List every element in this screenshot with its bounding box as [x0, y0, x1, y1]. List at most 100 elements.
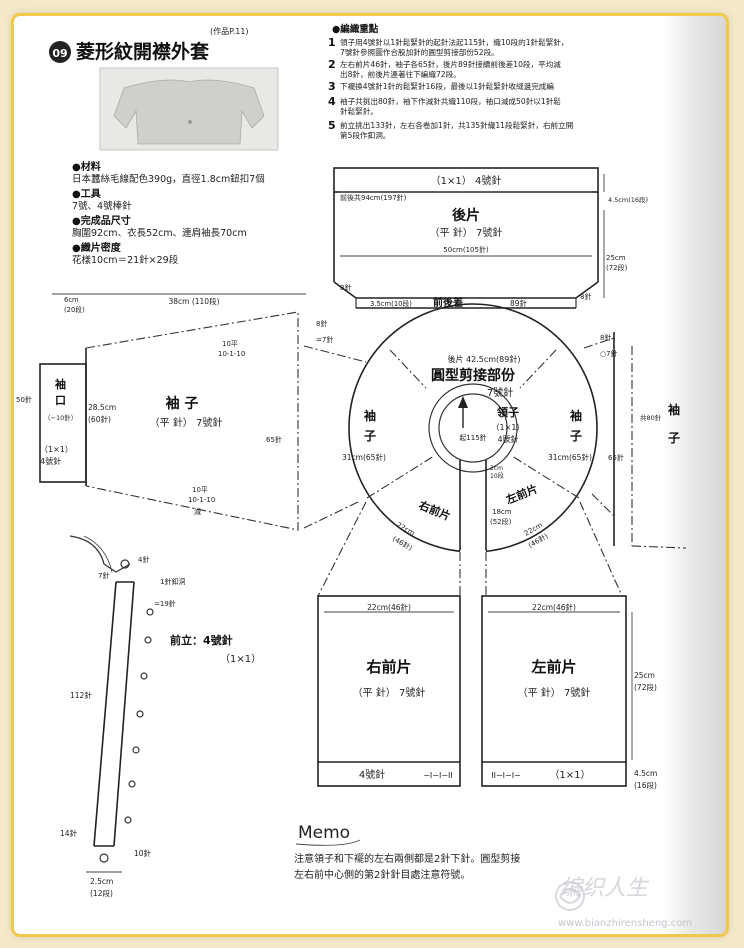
right-front-rib-mark: −I−I−II — [423, 771, 453, 780]
right-sleeve-8: 8針 — [600, 333, 611, 342]
step-2-line1: 左右前片46針，袖子各65針，後片89針接續前後差10段，平均減 — [340, 59, 561, 69]
yoke-collar-needle: 4號針 — [497, 434, 518, 444]
memo-heading: Memo — [298, 823, 350, 843]
pattern-page-svg: 09 菱形紋開襟外套 (作品P.11) ●材料 日本蠶絲毛線配色390g，直徑1… — [16, 23, 687, 911]
watermark-text: 编织人生 — [560, 876, 649, 901]
yoke-depth-rows: (52段) — [490, 517, 512, 526]
step-4-number: 4 — [328, 95, 336, 108]
back-band-height: 4.5cm(16段) — [608, 195, 648, 204]
right-sleeve-title-2: 子 — [668, 431, 680, 445]
back-top-band: （1×1） 4號針 — [431, 174, 502, 187]
sleeve-bot-dec-3: 減 — [194, 507, 201, 516]
front-connectors — [317, 501, 623, 597]
diff-left-stitch: 8針 — [340, 283, 351, 292]
yoke-left-front: 左前片 — [503, 481, 540, 507]
sleeve-bot-dec-2: 10-1-10 — [188, 496, 215, 504]
back-stitch: （平 針） 7號針 — [430, 226, 503, 239]
pattern-tag: (作品P.11) — [210, 26, 249, 36]
product-thumbnail — [99, 67, 279, 151]
material-heading: ●材料 — [72, 160, 101, 173]
sleeve-top-dec-2: 10-1-10 — [218, 350, 245, 358]
gauge-heading: ●織片密度 — [72, 241, 122, 254]
watermark-url: www.bianzhirensheng.com — [558, 918, 693, 929]
left-front-width: 22cm(46針) — [532, 602, 576, 612]
sleeve-side-stitch: 65針 — [266, 435, 282, 444]
sleeve-cuff-label-2: 口 — [55, 394, 66, 407]
yoke-band-size: 2cm — [490, 465, 503, 472]
right-sleeve-80: 共80針 — [640, 413, 662, 422]
right-sleeve-title: 袖 — [668, 402, 680, 417]
yoke-right-sleeve-size: 31cm(65針) — [548, 452, 592, 462]
instructions-block: ●編織重點 1 領子用4號針以1針鬆緊針的起針法起115針，織10段的1針鬆緊針… — [328, 23, 573, 140]
yoke: 後片 42.5cm(89針) 圓型剪接部份 7號針 袖 子 31cm(65針) … — [342, 303, 598, 554]
step-5-line2: 第5段作釦洞。 — [340, 130, 390, 140]
right-front-width: 22cm(46針) — [367, 602, 411, 612]
placket-buttonhole: 1針釦洞 — [160, 577, 185, 586]
placket-stitches: 112針 — [70, 690, 92, 700]
size-text: 胸圍92cm、衣長52cm、連肩袖長70cm — [72, 227, 247, 239]
left-front-band: 4.5cm — [634, 769, 657, 778]
yoke-band-rows: 10段 — [490, 472, 504, 480]
right-front-needle: 4號針 — [359, 768, 385, 781]
sleeve-top-7: =7針 — [316, 335, 333, 344]
yoke-title: 圓型剪接部份 — [431, 367, 516, 384]
sleeve-cuff-len: 6cm — [64, 296, 79, 304]
sleeve-cuff-stitch: 50針 — [16, 395, 32, 404]
memo-line-2: 左右前中心側的第2針針目處注意符號。 — [294, 868, 470, 881]
step-5-line1: 前立挑出133針，左右各卷加1針，共135針織11段鬆緊針，右前立開 — [340, 120, 573, 130]
placket-top-7: 7針 — [98, 571, 109, 580]
buttonhole-7-icon — [124, 816, 132, 824]
sleeve-bot-dec: 10平 — [192, 486, 208, 494]
front-back-difference: 8針 8針 3.5cm(10段) 前後差 89針 — [333, 281, 599, 309]
back-piece: （1×1） 4號針 前後共94cm(197針) 後片 （平 針） 7號針 50c… — [333, 167, 648, 298]
buttonhole-1-icon — [146, 608, 154, 616]
pattern-number-badge — [49, 41, 71, 63]
memo-block: Memo 注意領子和下襬的左右兩側都是2針下針。圓型剪接 左右前中心側的第2針針… — [294, 823, 520, 881]
back-height-rows: (72段) — [606, 263, 628, 272]
sleeve-cuff-needle: 4號針 — [40, 456, 61, 466]
diff-right-stitch: 8針 — [580, 292, 591, 301]
left-connectors — [303, 345, 367, 529]
yoke-left-sleeve: 袖 — [364, 408, 376, 423]
sleeve-width: 38cm (110段) — [168, 296, 219, 306]
yoke-left-sleeve-size: 31cm(65針) — [342, 452, 386, 462]
right-front-title: 右前片 — [366, 658, 411, 676]
yoke-collar: 領子 — [496, 405, 519, 419]
step-5-number: 5 — [328, 119, 336, 132]
step-1-line1: 領子用4號針以1針鬆緊針的起針法起115針，織10段的1針鬆緊針， — [340, 37, 569, 47]
step-4-line1: 袖子共挑出80針，袖下作減針共織110段，袖口減成50針以1針鬆 — [340, 96, 561, 106]
step-1-line2: 7號針參照圖作合股加針的圓型剪接部份52段。 — [340, 47, 499, 57]
left-sleeve: 6cm (20段) 38cm (110段) 袖 口 （−10針） （1×1） 4… — [16, 293, 333, 531]
memo-line-1: 注意領子和下襬的左右兩側都是2針下針。圓型剪接 — [294, 852, 520, 865]
book-page: 09 菱形紋開襟外套 (作品P.11) ●材料 日本蠶絲毛線配色390g，直徑1… — [14, 16, 726, 934]
yoke-back-arc: 後片 42.5cm(89針) — [448, 354, 521, 364]
back-inner-width: 前後共94cm(197針) — [340, 193, 407, 202]
placket-mark-19: =19針 — [154, 599, 176, 608]
pattern-title: 菱形紋開襟外套 — [76, 40, 210, 63]
instructions-heading: ●編織重點 — [332, 23, 379, 35]
left-front-rib: （1×1） — [549, 769, 590, 781]
left-front-stitch: （平 針） 7號針 — [518, 686, 591, 699]
gauge-text: 花樣10cm＝21針×29段 — [72, 254, 179, 266]
yoke-needle: 7號針 — [487, 386, 513, 399]
size-heading: ●完成品尺寸 — [72, 214, 131, 227]
yoke-cast-on: 起115針 — [459, 433, 486, 442]
left-front-height-rows: (72段) — [634, 682, 657, 692]
watermark-logo-icon — [555, 881, 585, 911]
tools-heading: ●工具 — [72, 188, 101, 200]
right-sleeve-side: 65針 — [608, 453, 624, 462]
sleeve-cuff-rows: (20段) — [64, 305, 85, 314]
placket-bottom-10: 10針 — [134, 848, 152, 858]
back-title: 後片 — [452, 207, 480, 224]
buttonhole-5-icon — [132, 746, 140, 754]
header: 09 菱形紋開襟外套 (作品P.11) — [49, 26, 249, 63]
buttonhole-6-icon — [128, 780, 136, 788]
sleeve-cuff-label: 袖 — [55, 377, 66, 391]
right-front-stitch: （平 針） 7號針 — [353, 686, 426, 699]
yoke-left-sleeve-2: 子 — [364, 429, 376, 443]
step-3-number: 3 — [328, 80, 336, 93]
yoke-depth: 18cm — [492, 508, 512, 516]
placket-top-add: 4針 — [138, 555, 149, 564]
placket-title: 前立：4號針 — [170, 633, 233, 647]
step-2-number: 2 — [328, 58, 336, 71]
